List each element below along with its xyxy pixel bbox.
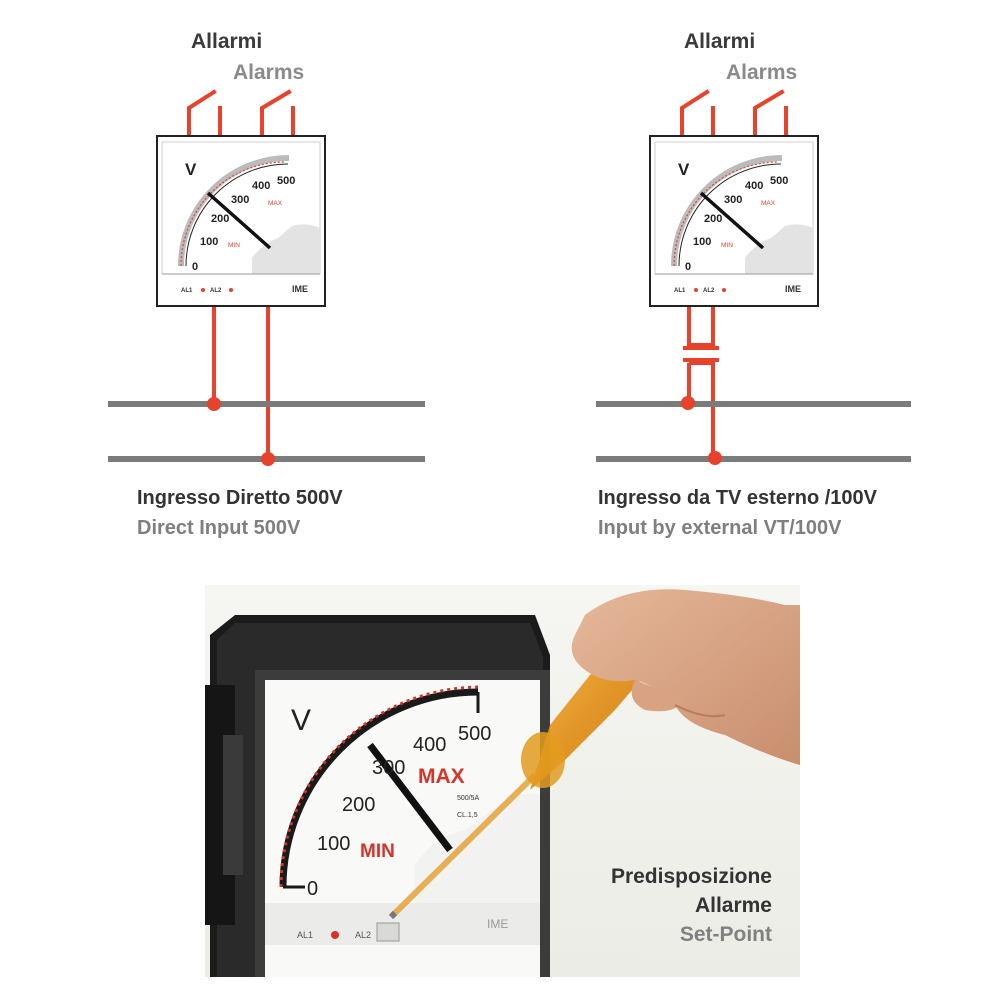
alarm-contacts-left <box>187 89 295 137</box>
photo-tick-400: 400 <box>413 734 446 756</box>
photo-min-label: MIN <box>360 841 395 862</box>
meter-right-tick-0: 0 <box>685 261 691 273</box>
photo-class: CL.1,5 <box>457 812 478 819</box>
photo-tick-0: 0 <box>307 878 318 900</box>
meter-right-tick-400: 400 <box>745 180 763 192</box>
photo-brand: IME <box>487 917 508 931</box>
meter-left-al2: AL2 <box>210 288 222 294</box>
wiring-diagrams: V 0 100 200 300 400 500 MAX MIN AL1 AL2 … <box>108 89 911 466</box>
alarms-label-en: Alarms <box>233 61 305 84</box>
photo-rating: 500/5A <box>457 795 480 802</box>
busbars-right <box>596 401 911 462</box>
photo-tick-500: 500 <box>458 723 491 745</box>
meter-left-tick-0: 0 <box>192 261 198 273</box>
input-wires-left <box>212 307 270 459</box>
meter-left-max-label: MAX <box>268 200 283 207</box>
photo-caption: Predisposizione Allarme Set-Point <box>611 862 772 949</box>
meter-left-tick-500: 500 <box>277 175 295 187</box>
photo-tick-200: 200 <box>342 794 375 816</box>
alarms-label-en: Alarms <box>726 61 798 84</box>
left-caption-it: Ingresso Diretto 500V <box>137 487 343 509</box>
meter-right-min-label: MIN <box>721 242 733 249</box>
hand <box>571 589 800 765</box>
meter-left-tick-300: 300 <box>231 194 249 206</box>
junction-dot <box>681 396 695 410</box>
photo-tick-300: 300 <box>372 757 405 779</box>
photo-max-label: MAX <box>418 765 465 788</box>
junction-dot <box>261 452 275 466</box>
photo-meter-unit: V <box>291 704 311 737</box>
meter-left-brand: IME <box>292 284 308 294</box>
photo-tick-100: 100 <box>317 833 350 855</box>
voltage-transformer <box>683 307 719 459</box>
meter-left-al1: AL1 <box>181 288 193 294</box>
photo-caption-line1: Predisposizione <box>610 865 772 888</box>
meter-photo: V 0 100 200 300 400 500 MAX MIN 500/5A C… <box>205 585 800 977</box>
meter-left-tick-200: 200 <box>211 213 229 225</box>
left-caption-en: Direct Input 500V <box>137 517 301 539</box>
meter-left-tick-100: 100 <box>200 236 218 248</box>
meter-right-max-label: MAX <box>761 200 776 207</box>
right-caption-it: Ingresso da TV esterno /100V <box>598 487 877 509</box>
meter-right-tick-200: 200 <box>704 213 722 225</box>
junction-dot <box>207 397 221 411</box>
right-caption-en: Input by external VT/100V <box>598 517 842 539</box>
meter-right-al2: AL2 <box>703 288 715 294</box>
meter-right: V 0 100 200 300 400 500 MAX MIN AL1 AL2 … <box>649 135 819 307</box>
alarms-label-it: Allarmi <box>191 30 263 53</box>
photo-al1: AL1 <box>297 930 313 940</box>
meter-right-al1: AL1 <box>674 288 686 294</box>
meter-right-unit: V <box>678 160 690 179</box>
photo-al2: AL2 <box>355 930 371 940</box>
meter-right-brand: IME <box>785 284 801 294</box>
alarm-contacts-right <box>680 89 788 137</box>
alarms-label-it: Allarmi <box>684 30 756 53</box>
meter-right-tick-300: 300 <box>724 194 742 206</box>
meter-left: V 0 100 200 300 400 500 MAX MIN AL1 AL2 … <box>156 135 326 307</box>
junction-dot <box>708 451 722 465</box>
meter-left-tick-400: 400 <box>252 180 270 192</box>
photo-caption-line2: Allarme <box>694 894 772 917</box>
meter-right-tick-500: 500 <box>770 175 788 187</box>
meter-left-unit: V <box>185 160 197 179</box>
photo-caption-line3: Set-Point <box>679 923 772 946</box>
meter-right-tick-100: 100 <box>693 236 711 248</box>
meter-left-min-label: MIN <box>228 242 240 249</box>
